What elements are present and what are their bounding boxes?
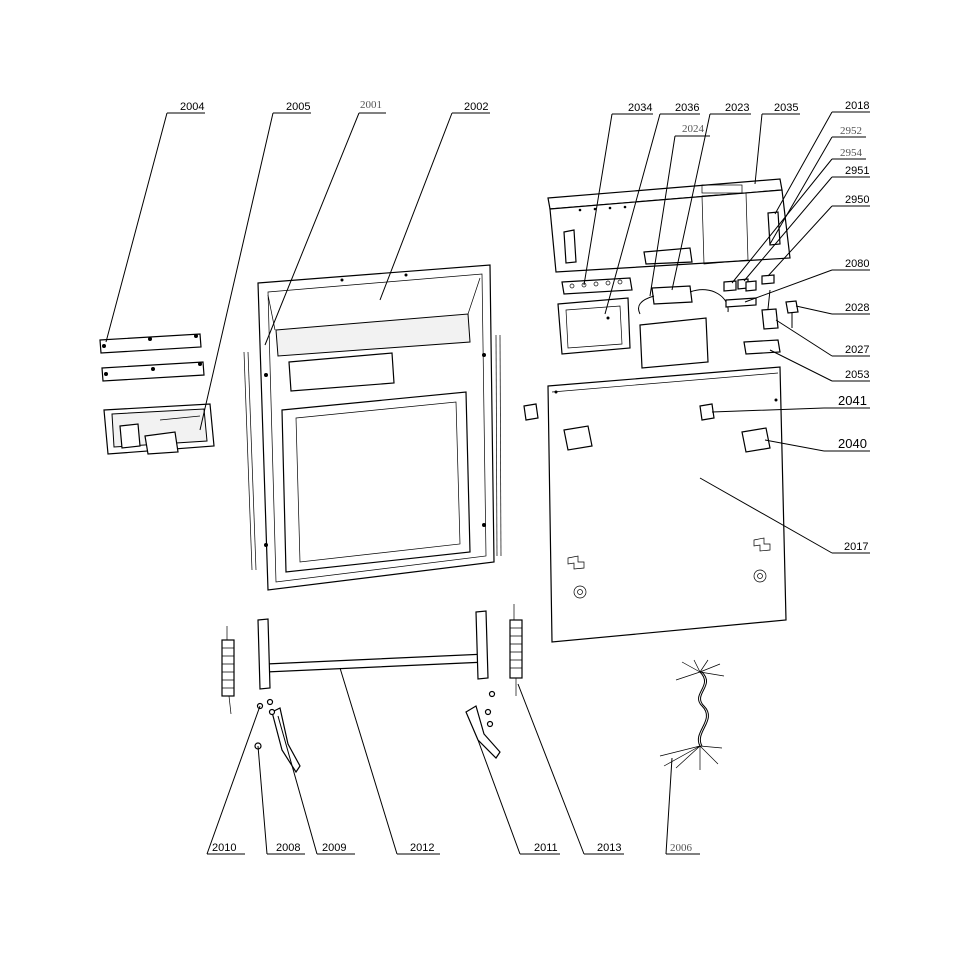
label-2002: 2002 xyxy=(464,101,488,113)
part-2028-probe[interactable] xyxy=(785,300,799,328)
part-2006-wire-harness[interactable] xyxy=(659,659,725,770)
label-2028: 2028 xyxy=(845,302,869,314)
part-2011-hinge-arm-right[interactable] xyxy=(465,705,501,759)
label-2013: 2013 xyxy=(597,842,621,854)
part-2001-side-seals[interactable] xyxy=(243,334,502,571)
label-2024: 2024 xyxy=(682,123,705,135)
part-2004-trim-strips[interactable] xyxy=(99,333,205,382)
label-2036: 2036 xyxy=(675,102,699,114)
label-2008: 2008 xyxy=(276,842,300,854)
part-2023-wiring-connector[interactable] xyxy=(638,285,729,315)
label-2080: 2080 xyxy=(845,258,869,270)
part-number-labels: 2004 2005 2001 2002 2034 2036 2024 2023 … xyxy=(180,99,869,854)
label-2954: 2954 xyxy=(840,147,863,159)
part-2034-switch-bank[interactable] xyxy=(561,277,633,295)
label-2009: 2009 xyxy=(322,842,346,854)
label-2034: 2034 xyxy=(628,102,652,114)
label-2950: 2950 xyxy=(845,194,869,206)
part-2013-spring-right[interactable] xyxy=(509,604,523,696)
part-2013-spring-left[interactable] xyxy=(221,626,235,715)
label-2018: 2018 xyxy=(845,100,869,112)
part-2002-inner-door[interactable] xyxy=(257,264,495,591)
leader-lines xyxy=(105,111,870,855)
part-2027-door-sensor[interactable] xyxy=(761,289,779,330)
part-hinge-bracket-left[interactable] xyxy=(257,618,271,690)
label-2023: 2023 xyxy=(725,102,749,114)
label-2011: 2011 xyxy=(534,842,558,854)
part-2024-relay-module[interactable] xyxy=(639,317,709,369)
part-2012-hinge-rod[interactable] xyxy=(265,653,487,673)
label-2952: 2952 xyxy=(840,125,862,137)
label-2012: 2012 xyxy=(410,842,434,854)
label-2035: 2035 xyxy=(774,102,798,114)
part-2009-hinge-arm-left[interactable] xyxy=(271,707,301,774)
label-2017: 2017 xyxy=(844,541,868,553)
part-2035-control-panel[interactable] xyxy=(547,178,791,273)
part-2041-clip[interactable] xyxy=(523,403,715,421)
label-2053: 2053 xyxy=(845,369,869,381)
label-2004: 2004 xyxy=(180,101,204,113)
part-2005-control-housing[interactable] xyxy=(103,403,215,455)
label-2006: 2006 xyxy=(670,842,693,854)
label-2040: 2040 xyxy=(838,436,867,451)
label-2041: 2041 xyxy=(838,393,867,408)
label-2951: 2951 xyxy=(845,165,869,177)
part-2954-2951-clips[interactable] xyxy=(723,274,775,308)
part-2040-handle-insert[interactable] xyxy=(563,425,771,453)
part-2017-outer-door-panel[interactable] xyxy=(547,366,787,643)
part-2008-2010-screws[interactable] xyxy=(254,690,496,750)
label-2010: 2010 xyxy=(212,842,236,854)
label-2027: 2027 xyxy=(845,344,869,356)
label-2005: 2005 xyxy=(286,101,310,113)
label-2001: 2001 xyxy=(360,99,382,111)
part-hinge-bracket-right[interactable] xyxy=(475,610,489,680)
part-2036-control-board[interactable] xyxy=(557,297,631,355)
